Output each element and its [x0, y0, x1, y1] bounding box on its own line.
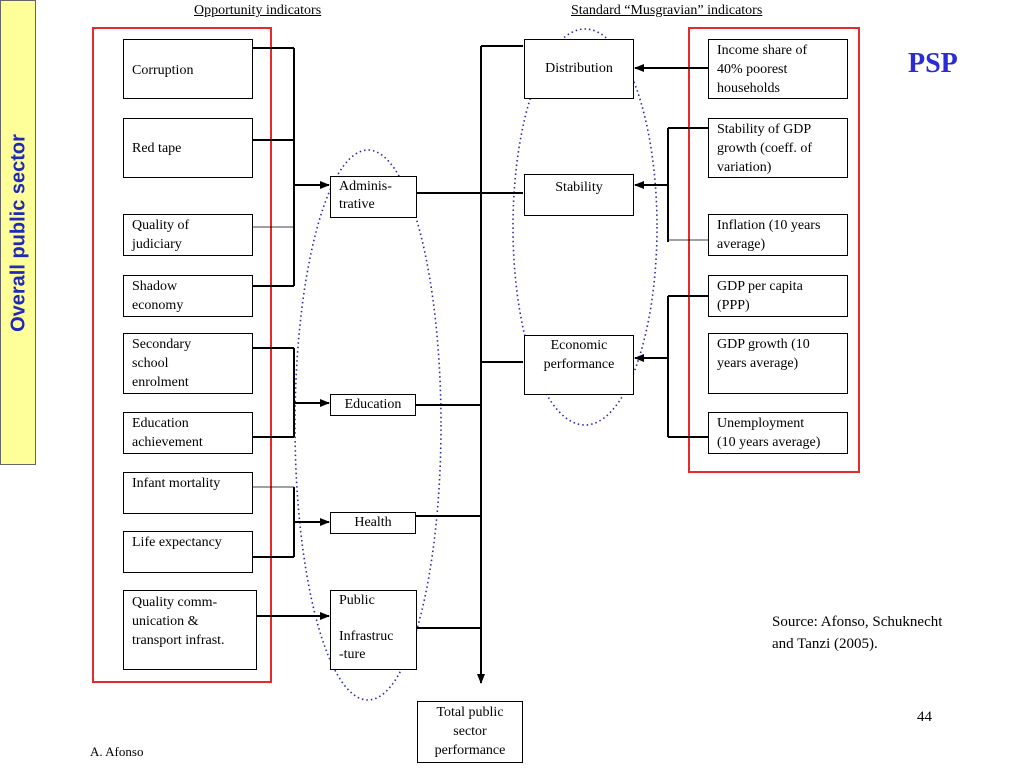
opportunity-frame: [92, 27, 272, 683]
indicator-gdp-growth: GDP growth (10 years average): [708, 333, 848, 394]
category-distribution: Distribution: [524, 39, 634, 99]
category-education: Education: [330, 394, 416, 416]
indicator-income-share: Income share of 40% poorest households: [708, 39, 848, 99]
indicator-secondary-enrolment: Secondary school enrolment: [123, 333, 253, 394]
indicator-gdp-per-capita: GDP per capita (PPP): [708, 275, 848, 317]
psp-label: PSP: [908, 48, 958, 79]
indicator-infrastructure-quality: Quality comm- unication & transport infr…: [123, 590, 257, 670]
indicator-gdp-stability: Stability of GDP growth (coeff. of varia…: [708, 118, 848, 178]
total-public-sector-performance: Total public sector performance: [417, 701, 523, 763]
source-citation: Source: Afonso, Schuknecht and Tanzi (20…: [772, 614, 943, 652]
musgravian-frame: [688, 27, 860, 473]
category-public-infrastructure: Public Infrastruc -ture: [330, 590, 417, 670]
indicator-inflation: Inflation (10 years average): [708, 214, 848, 256]
indicator-unemployment: Unemployment (10 years average): [708, 412, 848, 454]
musgravian-indicators-header: Standard “Musgravian” indicators: [571, 3, 763, 18]
musgravian-categories-ellipse: [512, 28, 658, 426]
category-stability: Stability: [524, 174, 634, 216]
opportunity-indicators-header: Opportunity indicators: [194, 3, 322, 18]
indicator-infant-mortality: Infant mortality: [123, 472, 253, 514]
indicator-quality-judiciary: Quality of judiciary: [123, 214, 253, 256]
page-number: 44: [917, 709, 932, 725]
indicator-corruption: Corruption: [123, 39, 253, 99]
indicator-shadow-economy: Shadow economy: [123, 275, 253, 317]
indicator-red-tape: Red tape: [123, 118, 253, 178]
indicator-education-achievement: Education achievement: [123, 412, 253, 454]
category-health: Health: [330, 512, 416, 534]
category-economic-performance: Economic performance: [524, 335, 634, 395]
sidebar-banner: Overall public sector: [0, 0, 36, 465]
author-footer: A. Afonso: [90, 744, 144, 759]
opportunity-categories-ellipse: [294, 149, 442, 701]
category-administrative: Adminis- trative: [330, 176, 417, 218]
indicator-life-expectancy: Life expectancy: [123, 531, 253, 573]
